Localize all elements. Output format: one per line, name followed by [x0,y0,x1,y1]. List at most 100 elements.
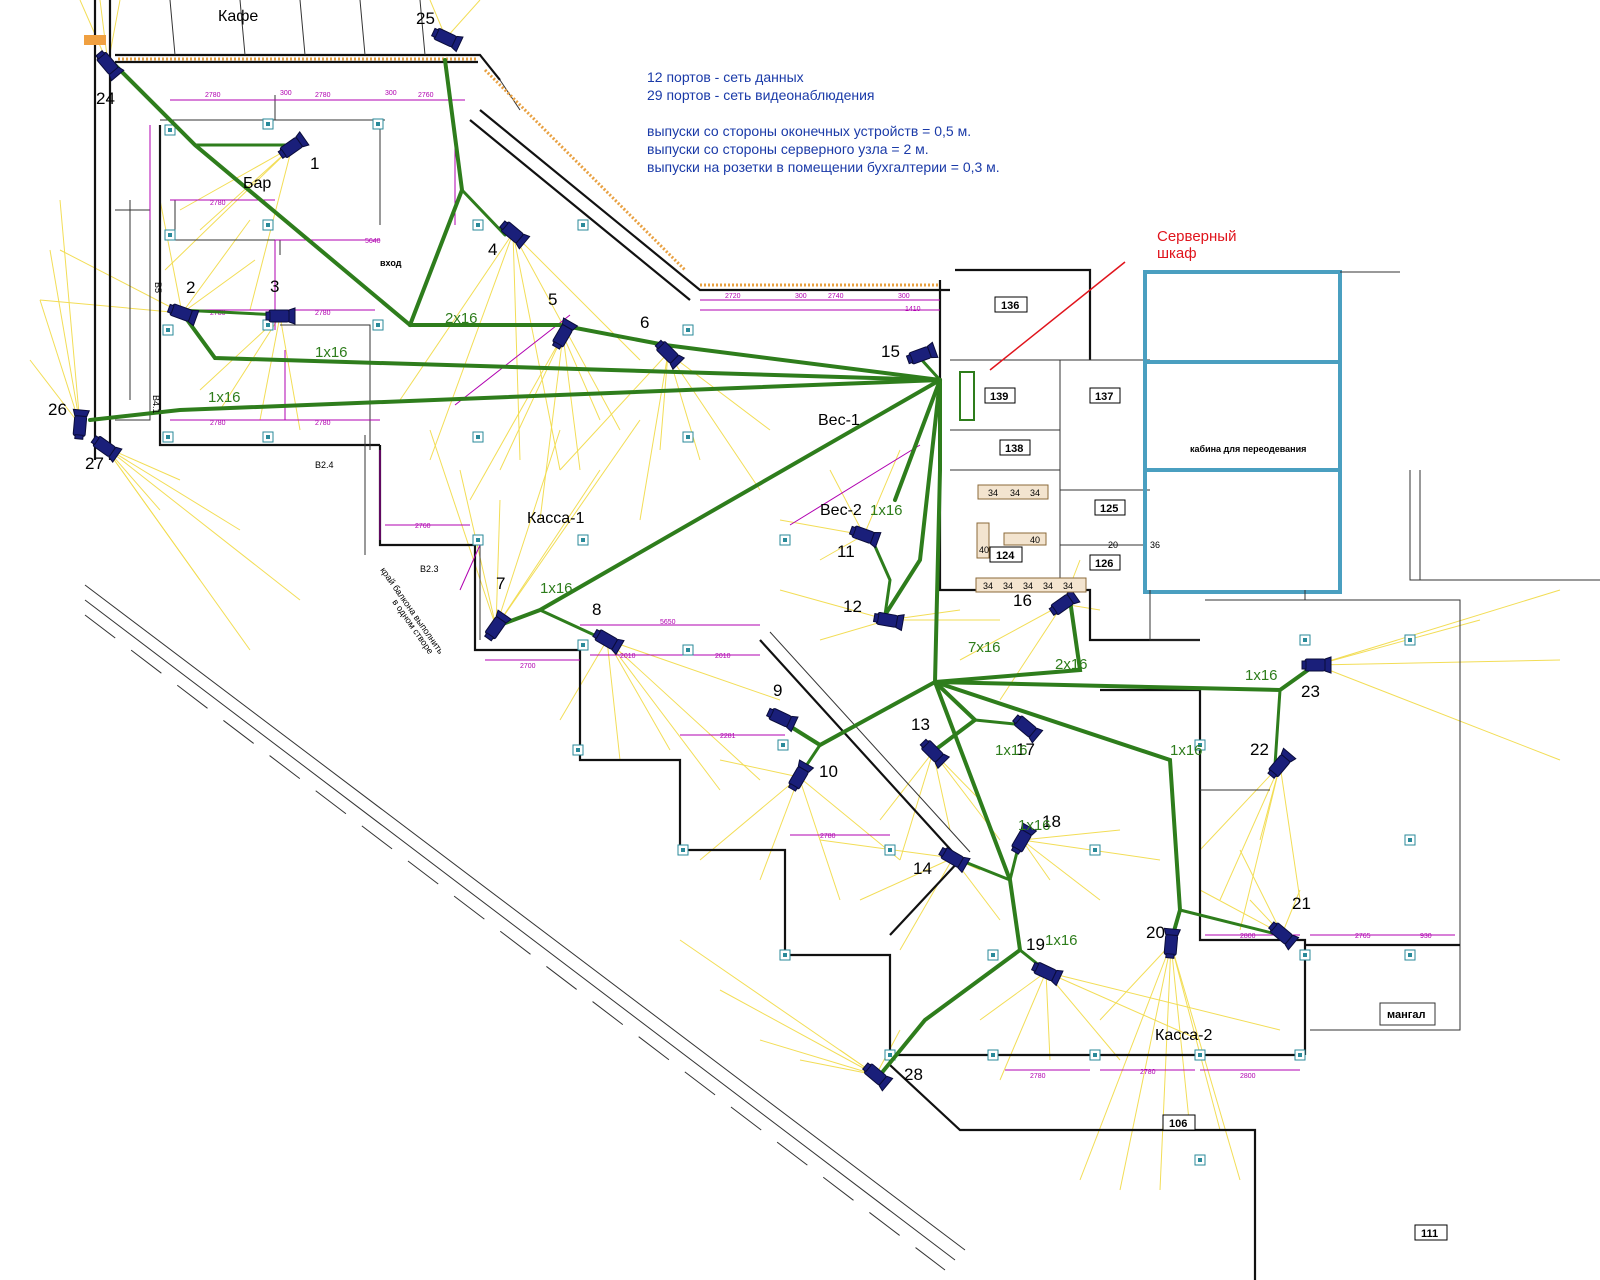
entrance-label: вход [380,258,402,268]
svg-text:300: 300 [385,90,397,97]
camera-11: 11 [837,525,882,561]
svg-text:2780: 2780 [315,420,331,427]
room-ves2: Вес-2 [820,502,862,519]
note-accounting-leads: выпуски на розетки в помещении бухгалтер… [647,159,1000,175]
b23-label: B2.3 [420,564,439,574]
camera-5: 5 [548,290,579,350]
camera-7: 7 [483,574,513,642]
svg-text:2010: 2010 [620,653,636,660]
svg-text:2281: 2281 [720,733,736,740]
camera-number: 16 [1013,591,1032,610]
room-tag-136-text: 136 [1001,300,1019,312]
cctv-camera-icon [919,738,951,770]
svg-text:2780: 2780 [210,200,226,207]
svg-text:2760: 2760 [415,523,431,530]
facade-strips [84,35,940,287]
server-cabinet-label: Серверный шкаф [1157,228,1236,262]
svg-text:2780: 2780 [210,420,226,427]
svg-text:34: 34 [1010,488,1020,498]
cctv-camera-icon [90,434,123,464]
walls [84,0,1600,1280]
cctv-camera-icon [1267,921,1300,951]
svg-text:2720: 2720 [725,293,741,300]
svg-text:2765: 2765 [1355,933,1371,940]
note-video-ports: 29 портов - сеть видеонаблюдения [647,87,875,103]
cctv-camera-icon [592,628,625,656]
cctv-camera-icon [861,1062,894,1092]
cable-label-1x16-b: 1x16 [208,389,241,406]
svg-text:5640: 5640 [365,238,381,245]
room-ves1: Вес-1 [818,412,860,429]
camera-24: 24 [95,49,125,108]
cctv-camera-icon [1010,822,1038,855]
camera-number: 3 [270,277,279,296]
camera-number: 10 [819,762,838,781]
cctv-camera-icon [430,27,464,53]
svg-text:5650: 5650 [660,619,676,626]
camera-coverage-rays [29,0,1561,1191]
server-label-line2: шкаф [1157,245,1197,262]
svg-text:2780: 2780 [205,92,221,99]
room-tag-124: 124 [989,546,1023,563]
camera-19: 19 [1026,935,1064,987]
room-tag-111: 111 [1414,1224,1448,1241]
room-bar: Бар [243,175,271,192]
camera-16: 16 [1013,587,1081,617]
camera-number: 8 [592,600,601,619]
svg-text:2780: 2780 [210,310,226,317]
svg-text:36: 36 [1150,540,1160,550]
svg-text:2740: 2740 [828,293,844,300]
svg-text:34: 34 [1023,581,1033,591]
camera-number: 13 [911,715,930,734]
camera-20: 20 [1146,923,1182,959]
room-tag-126-text: 126 [1095,558,1113,570]
svg-text:2780: 2780 [820,833,836,840]
room-tag-139-text: 139 [990,391,1008,403]
camera-number: 11 [837,542,855,561]
svg-text:2760: 2760 [418,92,434,99]
camera-number: 18 [1042,812,1061,831]
svg-text:2800: 2800 [1240,1073,1256,1080]
svg-text:300: 300 [898,293,910,300]
camera-number: 14 [913,859,932,878]
cable-label-1x16-e: 1x16 [1245,667,1278,684]
cable-label-7x16: 7x16 [968,639,1001,656]
dimension-lines: 2780 300 2780 300 2760 2780 2780 2780 27… [149,90,1455,1080]
cable-label-1x16-d: 1x16 [870,502,903,519]
svg-text:2010: 2010 [715,653,731,660]
camera-number: 27 [85,454,104,473]
camera-9: 9 [765,681,799,733]
svg-text:34: 34 [988,488,998,498]
svg-text:40: 40 [1030,535,1040,545]
camera-4: 4 [488,220,531,259]
svg-text:20: 20 [1108,540,1118,550]
cctv-camera-icon [1048,587,1081,617]
note-data-ports: 12 портов - сеть данных [647,69,804,85]
camera-number: 15 [881,342,900,361]
camera-6: 6 [640,313,686,371]
camera-17: 17 [1011,714,1044,759]
room-kassa1: Касса-1 [527,510,584,527]
cctv-camera-icon [265,307,296,325]
room-tag-137: 137 [1089,387,1121,404]
camera-26: 26 [48,400,91,440]
room-tag-136: 136 [994,296,1028,313]
camera-10: 10 [787,759,838,792]
camera-number: 1 [310,154,319,173]
room-kassa2: Касса-2 [1155,1027,1212,1044]
room-tag-137-text: 137 [1095,391,1113,403]
cctv-camera-icon [166,303,200,327]
network-outlets [162,118,1416,1166]
cctv-camera-icon [1267,747,1297,780]
room-tag-125: 125 [1094,499,1126,516]
camera-21: 21 [1267,894,1311,951]
cable-label-1x16-h: 1x16 [1018,817,1051,834]
server-label-line1: Серверный [1157,228,1237,245]
room-tag-138-text: 138 [1005,443,1023,455]
room-tag-111-text: 111 [1421,1228,1438,1240]
camera-22: 22 [1250,740,1297,780]
cable-label-1x16-c: 1x16 [540,580,573,597]
camera-number: 20 [1146,923,1165,942]
